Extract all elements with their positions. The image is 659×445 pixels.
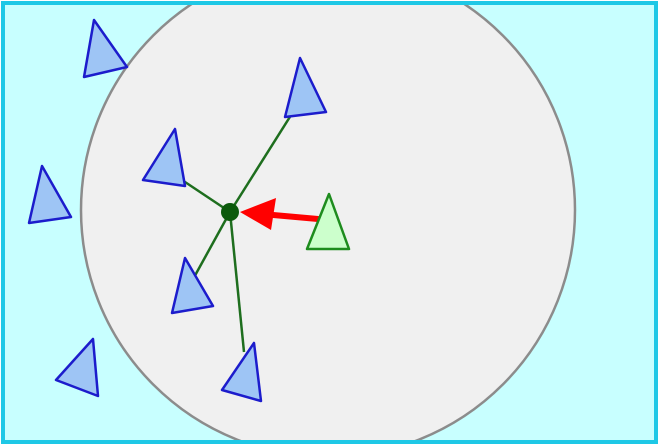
outside-agents: [27, 18, 129, 398]
outside-agent-triangle: [54, 337, 100, 398]
center-of-mass-dot: [221, 203, 239, 221]
neighbor-agent-triangle: [170, 256, 215, 315]
focal-agent-triangle: [305, 192, 351, 251]
link-line: [228, 211, 246, 353]
link-line: [228, 111, 295, 213]
arrow-head: [240, 198, 276, 230]
neighbor-agent-triangle: [141, 127, 187, 188]
link-line: [190, 211, 232, 282]
steering-arrow: [240, 198, 321, 230]
neighbor-agent-triangle: [220, 341, 263, 403]
outside-agent-triangle: [27, 164, 73, 225]
neighbor-agent-triangle: [283, 56, 328, 119]
neighbor-agents: [141, 56, 328, 403]
outside-agent-triangle: [82, 18, 129, 79]
